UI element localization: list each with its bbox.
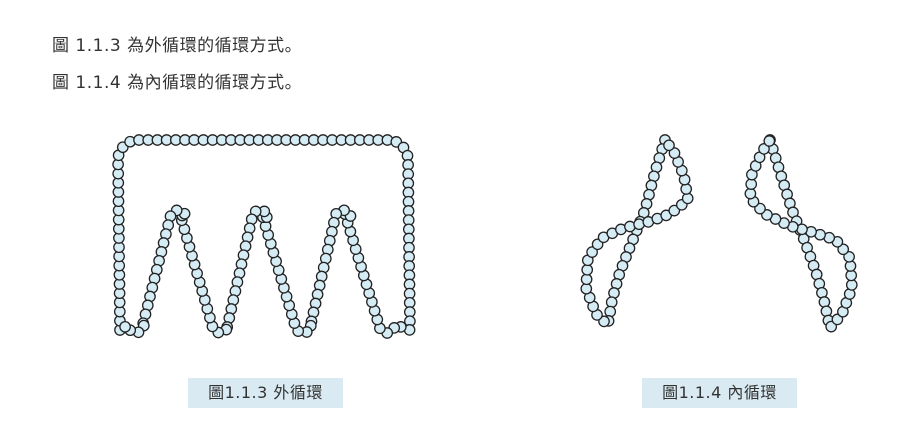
outer-circulation-figure [112,134,416,339]
bead [681,192,694,205]
bead [837,243,850,256]
bead [586,246,598,258]
bead [119,320,131,333]
bead [843,250,855,263]
bead [758,143,770,155]
intro-line-2: 圖 1.1.4 為內循環的循環方式。 [52,73,303,93]
bead [680,183,693,195]
inner-circulation-figure [580,134,858,333]
bead [745,178,758,190]
bead [580,273,593,286]
bead [581,263,594,276]
bead [605,296,618,309]
bead [831,313,844,326]
bead [668,204,681,217]
bead [598,315,610,328]
intro-line-1: 圖 1.1.3 為外循環的循環方式。 [52,36,303,56]
figure-caption-outer: 圖1.1.3 外循環 [188,378,343,408]
bead [663,139,675,152]
bead [763,135,776,147]
bead [668,147,681,159]
bead [604,305,617,318]
bead [845,279,858,291]
figure-caption-inner: 圖1.1.4 內循環 [642,378,797,408]
bead [818,296,831,308]
bead [744,187,757,200]
